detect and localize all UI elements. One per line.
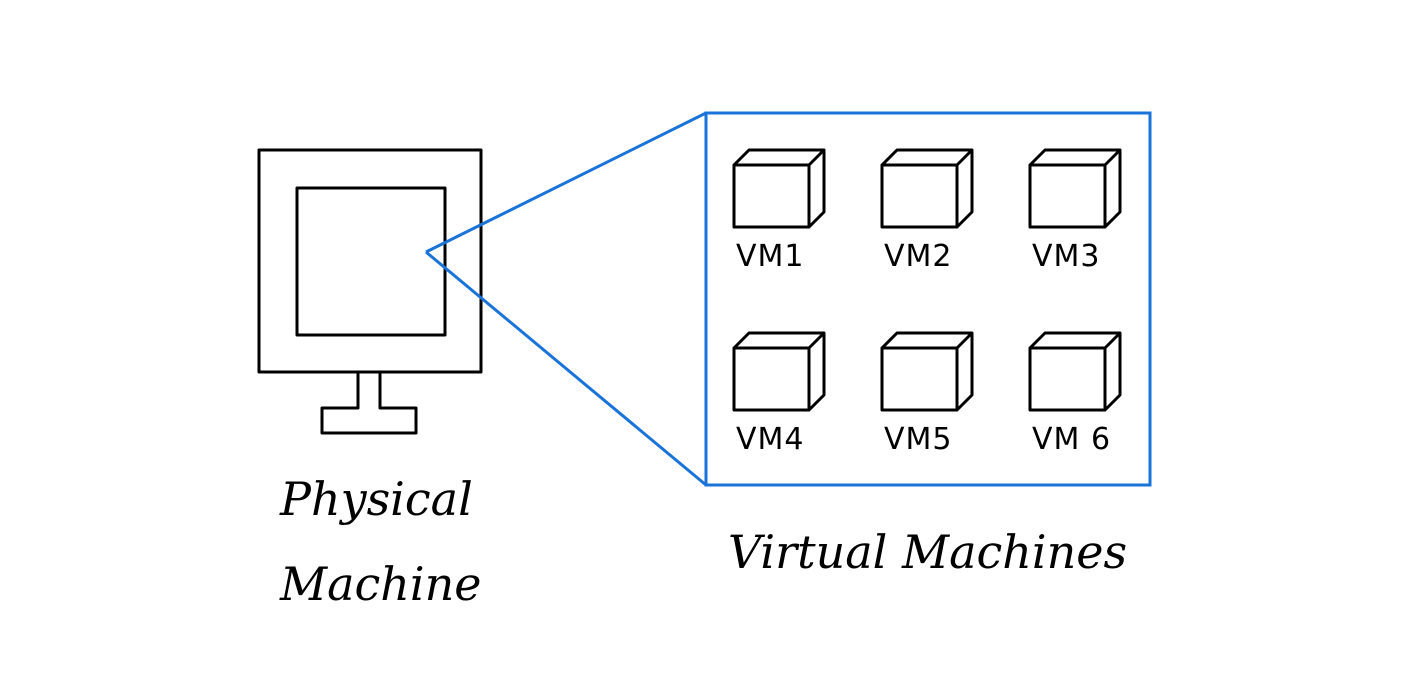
vm-label: VM5: [884, 422, 953, 457]
virtual-machines-label: Virtual Machines: [728, 525, 1127, 579]
callout-line-top: [425, 111, 707, 254]
monitor-stand: [320, 370, 418, 435]
vm-cube-icon: [732, 331, 826, 412]
physical-label-line2: Machine: [279, 557, 481, 611]
vm-label: VM2: [884, 239, 953, 274]
vm-cube-icon: [880, 148, 974, 229]
vm-cube-icon: [1028, 148, 1122, 229]
vm-item: VM3: [1028, 148, 1122, 274]
vm-item: VM 6: [1028, 331, 1122, 457]
vm-item: VM4: [732, 331, 826, 457]
physical-machine: [257, 148, 483, 435]
vm-label: VM 6: [1032, 422, 1111, 457]
vm-label: VM3: [1032, 239, 1101, 274]
vm-cube-icon: [1028, 331, 1122, 412]
zoom-callout: [425, 111, 707, 487]
vm-cube-icon: [732, 148, 826, 229]
vm-label: VM4: [736, 422, 805, 457]
vm-item: VM2: [880, 148, 974, 274]
vm-cube-icon: [880, 331, 974, 412]
virtual-machines-box: [704, 111, 1152, 487]
vm-item: VM5: [880, 331, 974, 457]
vm-item: VM1: [732, 148, 826, 274]
vm-label: VM1: [736, 239, 805, 274]
callout-line-bottom: [425, 250, 707, 487]
monitor-screen: [295, 186, 447, 337]
monitor-outer-frame: [257, 148, 483, 374]
physical-label-line1: Physical: [279, 472, 473, 526]
